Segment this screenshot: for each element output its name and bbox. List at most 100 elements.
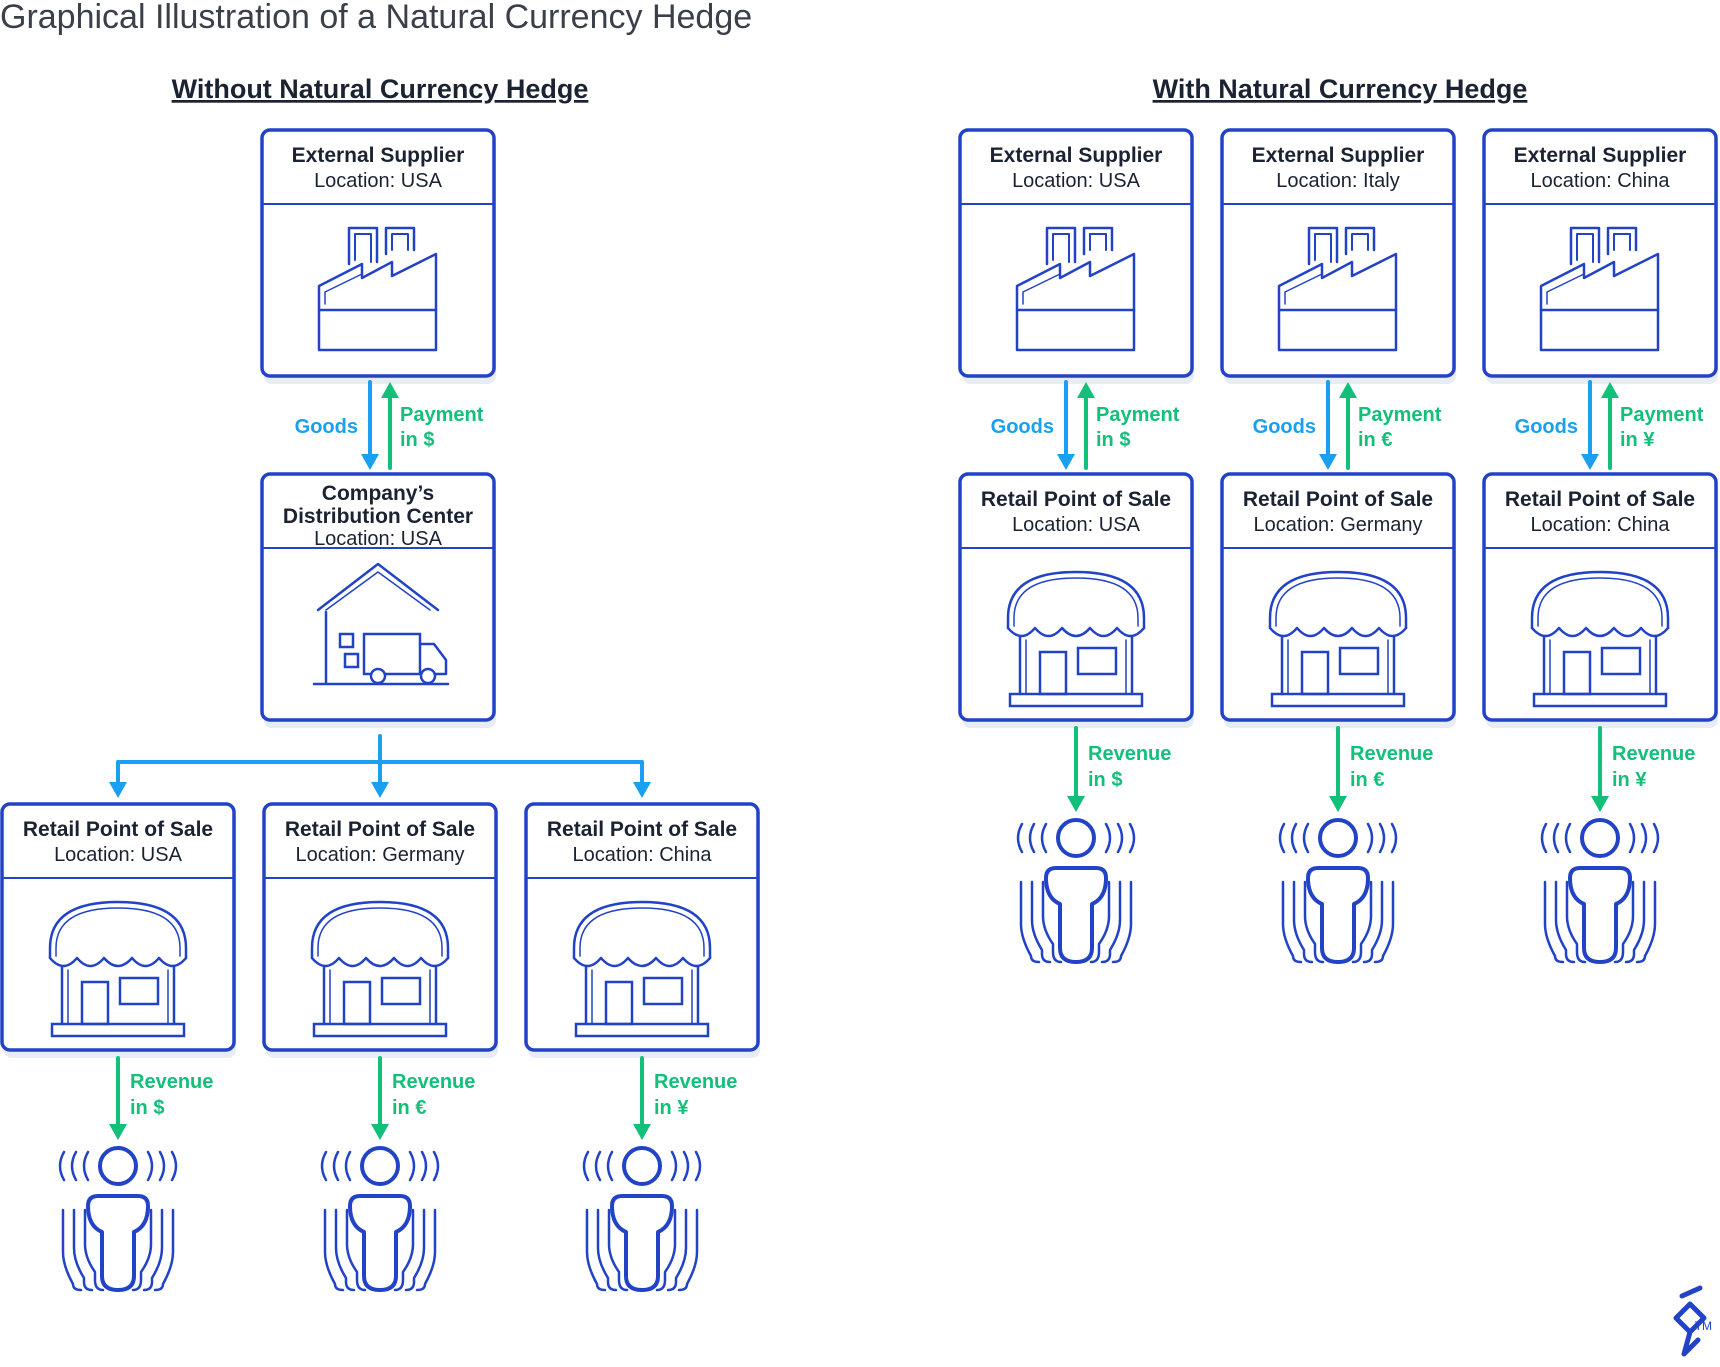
- head-echo-right: [694, 1150, 702, 1182]
- body: [348, 1194, 412, 1292]
- body-echo-left: [607, 1208, 629, 1292]
- awning-top: [310, 900, 450, 960]
- body-echo-right: [1089, 880, 1111, 964]
- head: [1056, 818, 1096, 858]
- icon-wrap: [1277, 226, 1398, 352]
- head: [98, 1146, 138, 1186]
- roof-inner: [1284, 273, 1323, 305]
- revenue-arrow: [109, 1056, 127, 1140]
- body-echo-left: [1543, 880, 1565, 964]
- payment-arrow: [1339, 382, 1357, 470]
- head-echo-left: [606, 1150, 614, 1182]
- revenue-label: Revenue: [1350, 743, 1433, 765]
- head-echo-right: [170, 1150, 178, 1182]
- arrow-head: [371, 1124, 389, 1140]
- chimney-inner: [1613, 233, 1631, 251]
- factory-body: [1015, 252, 1136, 352]
- payment-label: Payment: [1358, 404, 1442, 426]
- right-heading: With Natural Currency Hedge: [1153, 74, 1528, 104]
- store-icon: [1006, 570, 1146, 708]
- head-echo-right: [408, 1150, 416, 1182]
- customers-icon: [58, 1146, 178, 1292]
- body-echo-left: [345, 1208, 367, 1292]
- retail-name: Retail Point of Sale: [547, 818, 737, 841]
- revenue-arrow: [371, 1056, 389, 1140]
- card-border: [0, 802, 236, 1052]
- head-echo-left: [320, 1150, 328, 1182]
- awning-inner: [579, 907, 705, 957]
- head-echo-right: [1378, 822, 1386, 854]
- icon-wrap: [1539, 226, 1660, 352]
- distribution-name: Distribution Center: [283, 505, 473, 528]
- chimney-inner: [1314, 233, 1332, 263]
- icon-wrap: [310, 900, 450, 1038]
- store-icon: [48, 900, 188, 1038]
- wheel: [419, 667, 437, 685]
- payment-arrow: [1077, 382, 1095, 470]
- head: [1580, 818, 1620, 858]
- awning-top: [572, 900, 712, 960]
- body-echo-right: [1635, 880, 1657, 964]
- body-echo-right: [415, 1208, 437, 1292]
- body-echo-right: [131, 1208, 153, 1292]
- left-heading: Without Natural Currency Hedge: [172, 74, 589, 104]
- head-echo-left: [82, 1150, 90, 1182]
- chimney: [1606, 226, 1638, 256]
- branch-arrow-germany: [371, 760, 389, 798]
- warehouse-truck-icon: [312, 562, 450, 686]
- body-echo-left: [1554, 880, 1576, 964]
- roof-inner: [1022, 273, 1061, 305]
- supplier-name: External Supplier: [990, 144, 1163, 167]
- head-echo-right: [682, 1150, 690, 1182]
- arrow-head: [109, 782, 127, 798]
- card-border: [958, 472, 1194, 722]
- awning-scallop: [1268, 626, 1408, 638]
- payment-currency: in $: [400, 429, 434, 451]
- supplier-location: Location: Italy: [1276, 170, 1399, 192]
- distribution-name: Company’s: [322, 482, 434, 505]
- supplier-name: External Supplier: [292, 144, 465, 167]
- customers-icon: [582, 1146, 702, 1292]
- head-echo-right: [1116, 822, 1124, 854]
- body: [1044, 866, 1108, 964]
- revenue-label: Revenue: [1088, 743, 1171, 765]
- icon-wrap: [1268, 570, 1408, 708]
- branch-arrow-china: [633, 760, 651, 798]
- store-icon: [310, 900, 450, 1038]
- store-icon: [1268, 570, 1408, 708]
- body-echo-right: [142, 1208, 164, 1292]
- body-echo-right: [1100, 880, 1122, 964]
- revenue-label: Revenue: [392, 1071, 475, 1093]
- awning-inner: [1275, 577, 1401, 627]
- page-title: Graphical Illustration of a Natural Curr…: [0, 0, 752, 36]
- body-echo-right: [1373, 880, 1395, 964]
- head-echo-right: [670, 1150, 678, 1182]
- chimney: [1569, 226, 1601, 266]
- body: [610, 1194, 674, 1292]
- head-echo-right: [1640, 822, 1648, 854]
- customers-icon: [320, 1146, 440, 1292]
- head-echo-right: [420, 1150, 428, 1182]
- arrow-head: [1077, 382, 1095, 398]
- arrow-head: [1601, 382, 1619, 398]
- revenue-arrow: [633, 1056, 651, 1140]
- payment-label: Payment: [1620, 404, 1704, 426]
- retail-location: Location: USA: [1012, 514, 1141, 536]
- window: [1076, 646, 1118, 676]
- arrow-head: [633, 782, 651, 798]
- revenue-currency: in $: [1088, 769, 1122, 791]
- body-echo-left: [1019, 880, 1041, 964]
- body-echo-right: [1624, 880, 1646, 964]
- retail-location: Location: China: [1531, 514, 1671, 536]
- factory-body: [1539, 252, 1660, 352]
- revenue-currency: in $: [130, 1097, 164, 1119]
- body-echo-left: [334, 1208, 356, 1292]
- base: [1008, 692, 1144, 708]
- factory-icon: [1539, 226, 1660, 352]
- revenue-label: Revenue: [654, 1071, 737, 1093]
- goods-arrow: [1057, 380, 1075, 470]
- roof-inner: [325, 571, 431, 611]
- revenue-currency: in €: [1350, 769, 1384, 791]
